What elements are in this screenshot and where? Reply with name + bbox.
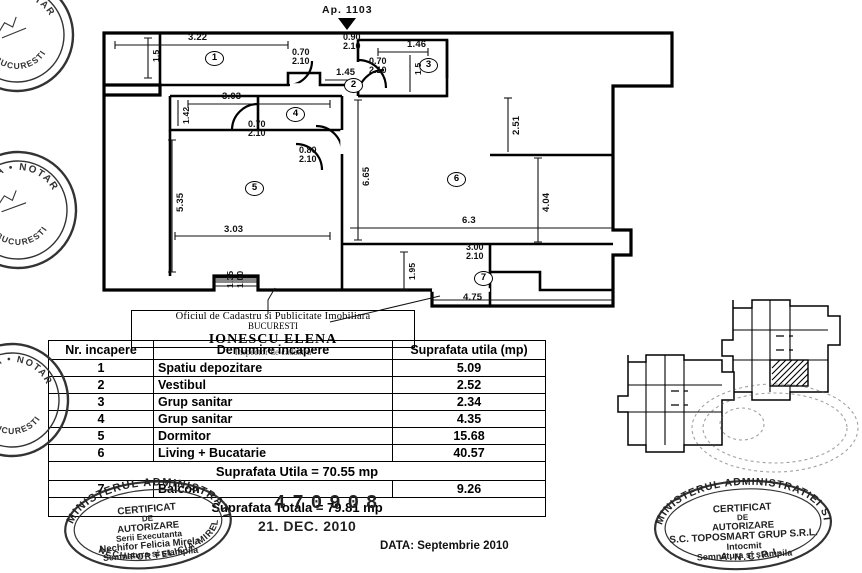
svg-text:BUCURESTI: BUCURESTI: [0, 404, 45, 444]
subtotal-row: Suprafata Utila = 70.55 mp: [48, 461, 546, 481]
door-1-width: 0.90: [343, 32, 361, 42]
dim-room5-width: 3.03: [224, 224, 244, 235]
svg-text:DE: DE: [141, 514, 154, 524]
header-nr: Nr. incapere: [48, 340, 154, 360]
svg-text:CERTIFICAT: CERTIFICAT: [117, 502, 176, 518]
row-name: Grup sanitar: [153, 410, 393, 428]
door-label-3: 0.70 2.10: [369, 57, 387, 75]
svg-text:Intocmit: Intocmit: [726, 540, 761, 552]
notary-stamp-bottom: ROMANIA • NOTAR PUBLIC BUCURESTI: [0, 330, 82, 470]
dim-vestibul-width: 1.45: [336, 67, 356, 78]
room-bubble-6: 6: [447, 172, 466, 187]
door-label-5: 0.80 2.10: [299, 146, 317, 164]
room-bubble-4: 4: [286, 107, 305, 122]
table-row: 5 Dormitor 15.68: [48, 427, 546, 445]
dim-balcony-width: 4.75: [463, 292, 483, 303]
registry-number: 470908: [274, 492, 385, 514]
total-text: Suprafata Totala = 79.81 mp: [48, 497, 546, 517]
room-bubble-1: 1: [205, 51, 224, 66]
date-note: DATA: Septembrie 2010: [380, 540, 509, 552]
table-row: 1 Spatiu depozitare 5.09: [48, 359, 546, 377]
notary-stamp-top: ROMANIA • NOTAR PUBLIC BUCURESTI: [0, 0, 82, 100]
dim-room3-width: 1.46: [407, 39, 427, 50]
room-bubble-2: 2: [344, 78, 363, 93]
svg-text:ROMANIA • NOTAR PUBLIC: ROMANIA • NOTAR PUBLIC: [0, 0, 60, 61]
door-2-height: 2.10: [292, 56, 310, 66]
door-label-4: 0.70 2.10: [248, 120, 266, 138]
svg-text:BUCURESTI: BUCURESTI: [0, 214, 52, 256]
table-row: 4 Grup sanitar 4.35: [48, 410, 546, 428]
room-bubble-7: 7: [474, 271, 493, 286]
room-schedule-table: Nr. incapere Denumire incapere Suprafata…: [48, 340, 546, 517]
svg-text:DE: DE: [737, 513, 749, 523]
header-area: Suprafata utila (mp): [392, 340, 546, 360]
door-label-2: 0.70 2.10: [292, 48, 310, 66]
dim-room4-width: 3.03: [222, 91, 242, 102]
svg-text:CERTIFICAT: CERTIFICAT: [713, 501, 772, 515]
door-6-height: 2.10: [466, 251, 484, 261]
row-name: Grup sanitar: [153, 393, 393, 411]
apartment-label: Ap. 1103: [322, 4, 373, 16]
dim-room1-width: 3.22: [188, 32, 208, 43]
room-bubble-5: 5: [245, 181, 264, 196]
office-line2: BUCURESTI: [247, 321, 298, 331]
door-5-height: 2.10: [299, 154, 317, 164]
door-3-height: 2.10: [369, 65, 387, 75]
door-1-height: 2.10: [343, 41, 361, 51]
door-5-width: 0.80: [299, 145, 317, 155]
row-name: Dormitor: [153, 427, 393, 445]
room-bubble-3: 3: [419, 58, 438, 73]
dim-room6-width: 6.3: [462, 215, 476, 226]
door-3-width: 0.70: [369, 56, 387, 66]
door-4-width: 0.70: [248, 119, 266, 129]
office-line1: Oficiul de Cadastru si Publicitate Imobi…: [175, 311, 371, 322]
table-row: 3 Grup sanitar 2.34: [48, 393, 546, 411]
north-arrow-icon: [338, 18, 356, 30]
total-row: Suprafata Totala = 79.81 mp: [48, 497, 546, 517]
surveyor-stamp: MINISTERUL ADMINISTRATIEI PUBLICE CERTIF…: [48, 478, 248, 573]
door-2-width: 0.70: [292, 47, 310, 57]
notary-stamp-middle: ROMANIA • NOTAR PUBLIC BUCURESTI: [0, 140, 88, 280]
svg-text:AUTORIZARE: AUTORIZARE: [117, 519, 180, 535]
company-stamp: MINISTERUL ADMINISTRATIEI SI INTERNELOR …: [636, 478, 851, 573]
subtotal-text: Suprafata Utila = 70.55 mp: [48, 461, 546, 481]
door-6-width: 3.00: [466, 242, 484, 252]
door-label-6: 3.00 2.10: [466, 243, 484, 261]
svg-text:AUTORIZARE: AUTORIZARE: [712, 519, 775, 533]
door-label-1: 0.90 2.10: [343, 33, 361, 51]
table-row: 6 Living + Bucatarie 40.57: [48, 444, 546, 462]
registry-date: 21. DEC. 2010: [258, 518, 357, 534]
door-4-height: 2.10: [248, 128, 266, 138]
